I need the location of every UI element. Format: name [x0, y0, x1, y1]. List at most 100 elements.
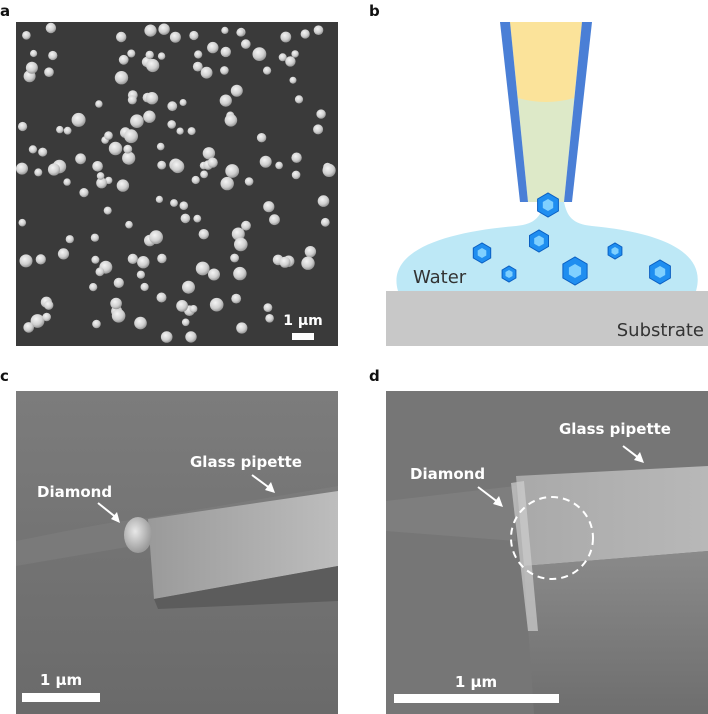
nanodiamond-particle [208, 268, 220, 281]
nanodiamond-particle [65, 235, 74, 244]
nanodiamond-particle [220, 66, 229, 75]
nanodiamond-particle [278, 53, 287, 62]
nanodiamond-particle [192, 61, 203, 72]
diamond-facet [477, 248, 487, 258]
nanodiamond-particle [18, 218, 27, 227]
nanodiamond-particle [108, 141, 123, 156]
panel-letter-c: c [0, 367, 9, 385]
nanodiamond-particle [182, 280, 195, 294]
pipette-wall-left [500, 22, 528, 202]
nanodiamond-particle [113, 277, 124, 288]
nanodiamond-particle [30, 314, 45, 328]
arrow-diamond-d [477, 486, 500, 504]
pipette-wall-right [564, 22, 592, 202]
nanodiamond-particle [18, 121, 28, 132]
nanodiamond-particle [181, 318, 190, 327]
nanodiamond-particle [265, 314, 274, 323]
nanodiamond-particle [185, 331, 197, 343]
nanodiamond-particle [122, 151, 136, 165]
nanodiamond-particle [38, 147, 48, 157]
nanodiamond-particle [289, 76, 297, 84]
nanodiamond-particle [322, 163, 336, 177]
substrate [386, 291, 708, 346]
panel-b-schematic: Water Substrate [386, 20, 708, 346]
nanodiamond-particle [160, 331, 173, 343]
nanodiamond-particle [224, 114, 238, 127]
nanodiamond-particle [56, 125, 64, 134]
nanodiamond-particle [279, 256, 291, 268]
diamond-dashed-circle-d [510, 496, 594, 580]
nanodiamond-particle [75, 153, 86, 165]
nanodiamond-particle [22, 31, 31, 40]
nanodiamond-particle [189, 305, 198, 313]
pipette-liquid-upper [510, 22, 582, 98]
diamond-facet [505, 270, 513, 278]
nanodiamond-particle [96, 172, 105, 180]
nanodiamond-particle [103, 206, 112, 215]
scale-bar-d [394, 694, 559, 703]
nanodiamond-particle [231, 227, 245, 241]
scale-bar-label-c: 1 µm [40, 671, 82, 689]
nanodiamond-particle [30, 49, 38, 58]
nanodiamond-particle [116, 31, 127, 43]
nanodiamond-particle [90, 233, 99, 242]
diamond-crystals [472, 192, 671, 286]
nanodiamond-particle [96, 177, 107, 189]
nanodiamond-particle [156, 142, 165, 151]
nanodiamond-particle [275, 161, 283, 170]
diamond-facet [568, 264, 582, 278]
nanodiamond-particle [110, 297, 122, 310]
substrate-label: Substrate [617, 320, 704, 341]
nanodiamond-particle [145, 50, 154, 60]
nanodiamond-particle [263, 303, 273, 312]
panel-letter-d: d [369, 367, 380, 385]
pipette-meniscus [518, 98, 574, 102]
nanodiamond-particle [149, 230, 164, 245]
nanodiamond-particle [134, 316, 147, 330]
nanodiamond-particle [35, 254, 46, 265]
nanodiamond-particle [187, 127, 196, 136]
label-pipette-d: Glass pipette [559, 420, 671, 438]
nanodiamond-particle [180, 213, 191, 224]
nanodiamond-particle [263, 66, 272, 75]
nanodiamond-particle [259, 155, 272, 168]
nanodiamond-particle [111, 309, 126, 323]
glow-d [386, 486, 516, 541]
nanodiamond-particle [123, 144, 133, 154]
nanodiamond-particle [176, 127, 184, 135]
nanodiamond-particle [291, 170, 301, 180]
nanodiamond-particle [230, 84, 243, 97]
nanodiamond-particle [194, 50, 203, 59]
panel-letter-b: b [369, 2, 380, 20]
nanodiamond-particle [191, 175, 200, 185]
nanodiamond-particle [285, 56, 296, 67]
nanodiamond-particle [179, 99, 187, 106]
nanodiamond-particle [241, 220, 251, 231]
nanodiamond-particle [71, 112, 86, 127]
panel-c-sem-image: 1 µm Diamond Glass pipette [16, 391, 338, 714]
nanodiamond-particle [42, 312, 51, 322]
nanodiamond-particle [157, 253, 167, 264]
label-diamond-d: Diamond [410, 465, 485, 483]
nanodiamond-particle [167, 120, 176, 129]
nanodiamond-particle [256, 133, 267, 143]
nanodiamond-particle [145, 92, 159, 105]
nanodiamond-particle [230, 253, 240, 263]
nanodiamond-particle [179, 201, 189, 210]
nanodiamond-particle [269, 214, 280, 226]
scale-bar-label-d: 1 µm [455, 673, 497, 691]
nanodiamond-particle [125, 220, 133, 229]
nanodiamond-particle [127, 49, 136, 58]
arrowhead-diamond-c [111, 512, 120, 523]
nanodiamond-particle [241, 39, 251, 49]
nanodiamond-particle [189, 30, 199, 41]
nanodiamond-particle [127, 95, 137, 105]
nanodiamond-particle [300, 29, 310, 39]
nanodiamond-particle [23, 322, 34, 333]
diamond-facet [654, 266, 666, 278]
nanodiamond-particle [207, 157, 218, 168]
nanodiamond-particle [157, 160, 167, 170]
nanodiamond-particle [116, 179, 130, 192]
nanodiamond-particle [252, 47, 267, 61]
nanodiamond-particle [291, 50, 299, 58]
